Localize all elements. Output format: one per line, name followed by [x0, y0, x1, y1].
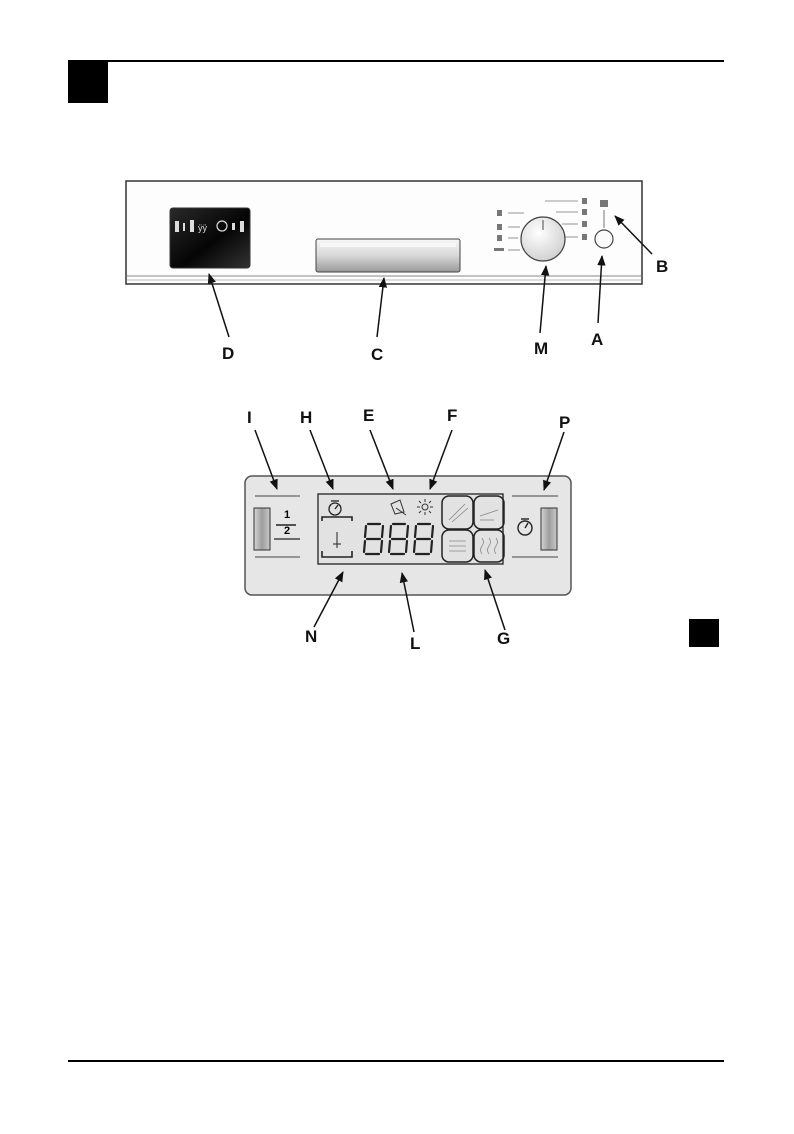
- callout-label-c: C: [371, 346, 383, 363]
- digit-segment: [389, 541, 390, 552]
- callout-label-d: D: [222, 345, 234, 362]
- svg-text:ÿÿ: ÿÿ: [198, 223, 208, 233]
- control-panel: ÿÿ: [126, 181, 642, 284]
- power-button[interactable]: [595, 230, 613, 248]
- callout-label-p: P: [559, 414, 570, 431]
- digit-segment: [364, 541, 365, 552]
- lcd-screen: [318, 494, 503, 564]
- digit-segment: [381, 541, 382, 552]
- power-indicator: [600, 200, 608, 207]
- callout-label-a: A: [591, 331, 603, 348]
- delay-timer-button[interactable]: [541, 508, 557, 550]
- digit-segment: [407, 526, 408, 537]
- callout-label-m: M: [534, 340, 548, 357]
- digit-segment: [390, 526, 391, 537]
- digit-segment: [365, 526, 366, 537]
- half-load-denominator: 2: [279, 526, 295, 537]
- callout-label-e: E: [363, 407, 374, 424]
- digit-segment: [406, 541, 407, 552]
- half-load-button[interactable]: [254, 508, 270, 550]
- digit-segment: [432, 526, 433, 537]
- half-load-numerator: 1: [279, 510, 295, 521]
- digit-segment: [382, 526, 383, 537]
- callout-label-b: B: [656, 258, 668, 275]
- callout-label-n: N: [305, 628, 317, 645]
- callout-label-l: L: [410, 635, 420, 652]
- display-window: [170, 208, 250, 268]
- digit-segment: [431, 541, 432, 552]
- section-marker-block: [689, 619, 719, 647]
- callout-label-f: F: [447, 407, 457, 424]
- callout-label-i: I: [247, 409, 252, 426]
- callout-label-g: G: [497, 630, 510, 647]
- half-load-fraction: 1 2: [279, 510, 295, 537]
- digit-segment: [414, 541, 415, 552]
- callout-label-h: H: [300, 409, 312, 426]
- footer-rule: [68, 1060, 724, 1062]
- digit-segment: [415, 526, 416, 537]
